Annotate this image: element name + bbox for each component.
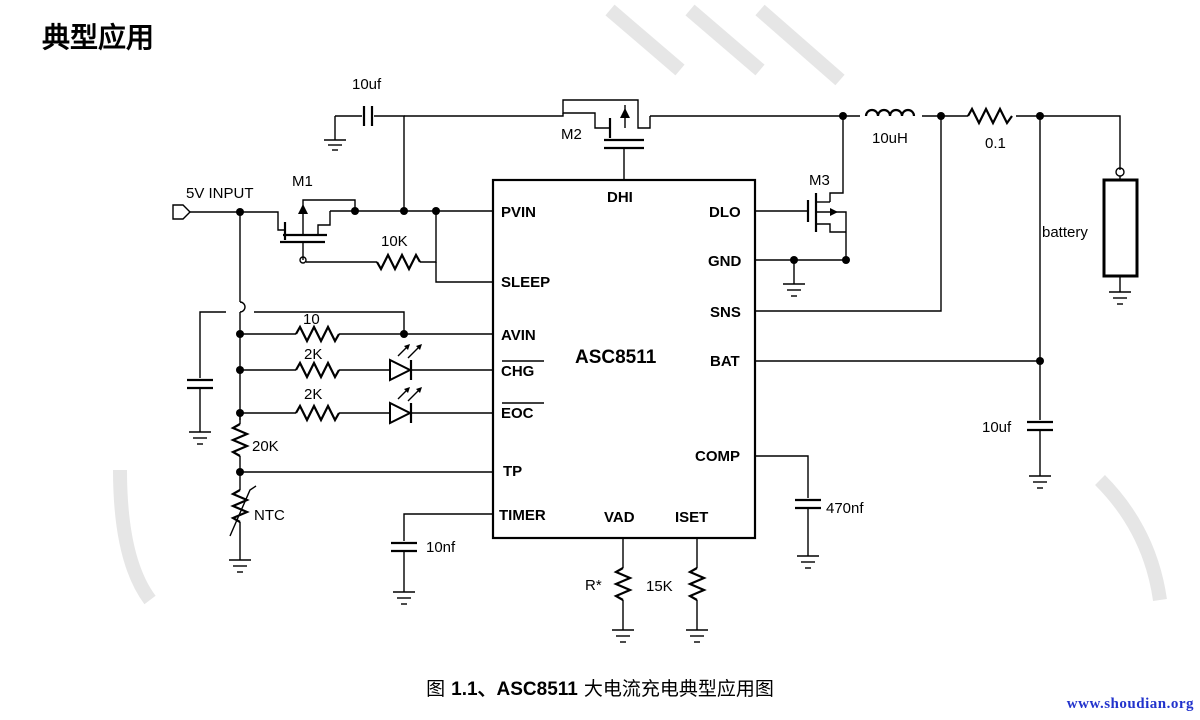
label-r-eoc: 2K — [304, 386, 322, 403]
inductor-icon — [864, 108, 916, 117]
pin-bat: BAT — [710, 353, 740, 370]
label-r-vad: R* — [585, 577, 602, 594]
faded-watermark — [113, 4, 1167, 605]
pin-sleep: SLEEP — [501, 274, 550, 291]
schematic-diagram: ASC8511 PVIN SLEEP AVIN CHG EOC TP TIMER… — [113, 4, 1167, 643]
label-c-comp: 470nf — [826, 500, 864, 517]
label-r-sense: 0.1 — [985, 135, 1006, 152]
label-input: 5V INPUT — [186, 185, 254, 202]
ground-icon — [1029, 475, 1051, 489]
page-title: 典型应用 — [42, 21, 155, 54]
pin-dhi: DHI — [607, 189, 633, 206]
pin-pvin: PVIN — [501, 204, 536, 221]
pin-timer: TIMER — [499, 507, 546, 524]
label-r-sleep: 10K — [381, 233, 408, 250]
pin-tp: TP — [503, 463, 522, 480]
ground-icon — [783, 283, 805, 297]
label-c-timer: 10nf — [426, 539, 456, 556]
resistor-chg-icon — [295, 360, 340, 380]
label-r-iset: 15K — [646, 578, 673, 595]
battery-icon — [1102, 178, 1139, 278]
sense-resistor-icon — [967, 106, 1013, 126]
label-m2: M2 — [561, 126, 582, 143]
ground-icon — [324, 139, 346, 151]
resistor-vad-icon — [613, 567, 633, 601]
ground-icon — [686, 629, 708, 643]
pin-avin: AVIN — [501, 327, 536, 344]
pin-vad: VAD — [604, 509, 635, 526]
resistor-avin-icon — [295, 324, 340, 344]
caption-prefix: 图 — [426, 678, 446, 700]
ground-icon — [393, 591, 415, 605]
label-inductor: 10uH — [872, 130, 908, 147]
input-connector-icon — [172, 204, 191, 220]
chip-name: ASC8511 — [575, 347, 657, 368]
label-ntc: NTC — [254, 507, 285, 524]
pin-iset: ISET — [675, 509, 708, 526]
led-chg-icon — [389, 358, 413, 382]
label-c-pvin: 10uf — [352, 76, 382, 93]
resistor-eoc-icon — [295, 403, 340, 423]
ground-icon — [797, 555, 819, 569]
resistor-iset-icon — [687, 567, 707, 601]
label-r-chg: 2K — [304, 346, 322, 363]
ntc-thermistor-icon — [230, 489, 250, 523]
led-eoc-icon — [389, 401, 413, 425]
label-r-tp: 20K — [252, 438, 279, 455]
resistor-tp-icon — [230, 423, 250, 457]
resistor-sleep-icon — [376, 252, 421, 272]
watermark-url: www.shoudian.org — [1066, 696, 1194, 712]
label-m3: M3 — [809, 172, 830, 189]
pin-dlo: DLO — [709, 204, 741, 221]
ic-body — [491, 178, 757, 540]
ground-icon — [189, 431, 211, 445]
label-battery: battery — [1042, 224, 1088, 241]
caption-suffix: 大电流充电典型应用图 — [583, 678, 774, 700]
pin-gnd: GND — [708, 253, 742, 270]
figure-caption: 图 1.1、ASC8511 大电流充电典型应用图 — [0, 674, 1200, 701]
pin-sns: SNS — [710, 304, 741, 321]
label-c-bat: 10uf — [982, 419, 1012, 436]
ground-icon — [229, 559, 251, 573]
label-r-avin: 10 — [303, 311, 320, 328]
pin-chg: CHG — [501, 363, 534, 380]
ground-icon — [612, 629, 634, 643]
label-m1: M1 — [292, 173, 313, 190]
pin-comp: COMP — [695, 448, 740, 465]
ground-icon — [1109, 291, 1131, 305]
caption-main: 1.1、ASC8511 — [451, 679, 578, 700]
pin-eoc: EOC — [501, 405, 534, 422]
